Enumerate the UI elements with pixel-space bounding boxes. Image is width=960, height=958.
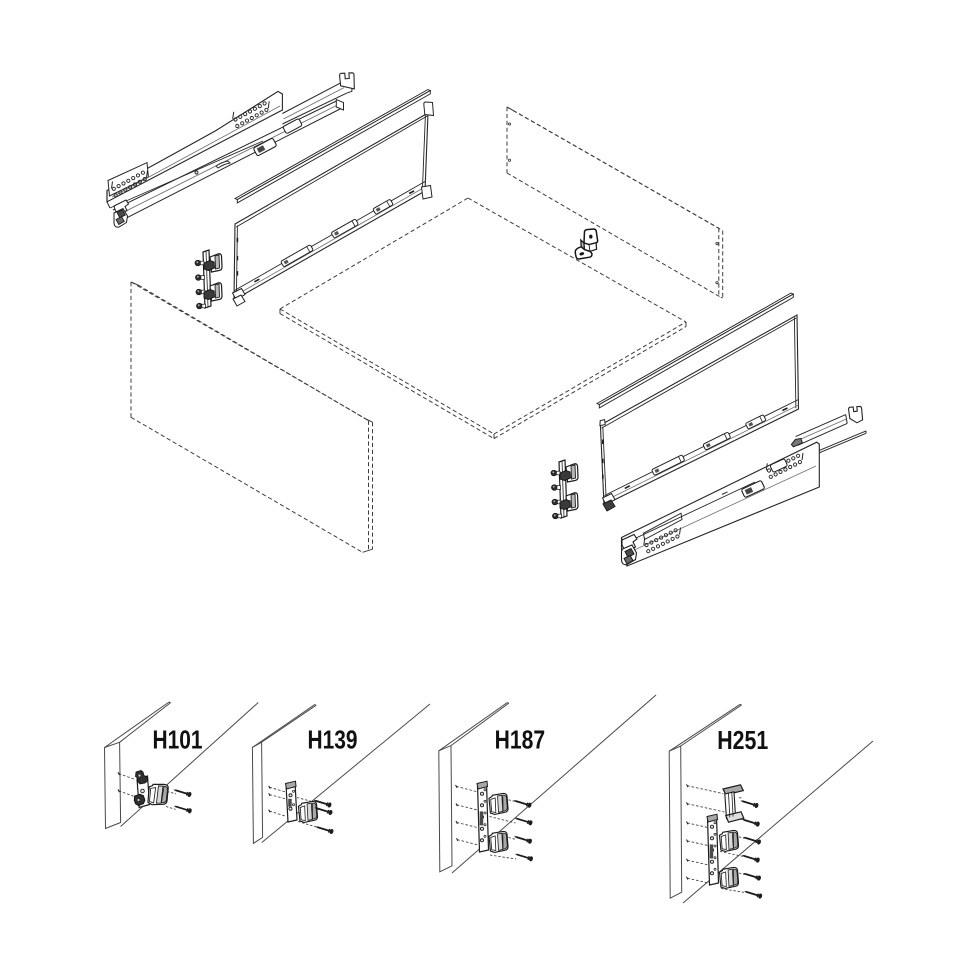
svg-text:H251: H251: [717, 727, 768, 755]
svg-text:H187: H187: [495, 727, 545, 755]
svg-text:H139: H139: [308, 727, 358, 755]
svg-text:H101: H101: [153, 727, 203, 755]
